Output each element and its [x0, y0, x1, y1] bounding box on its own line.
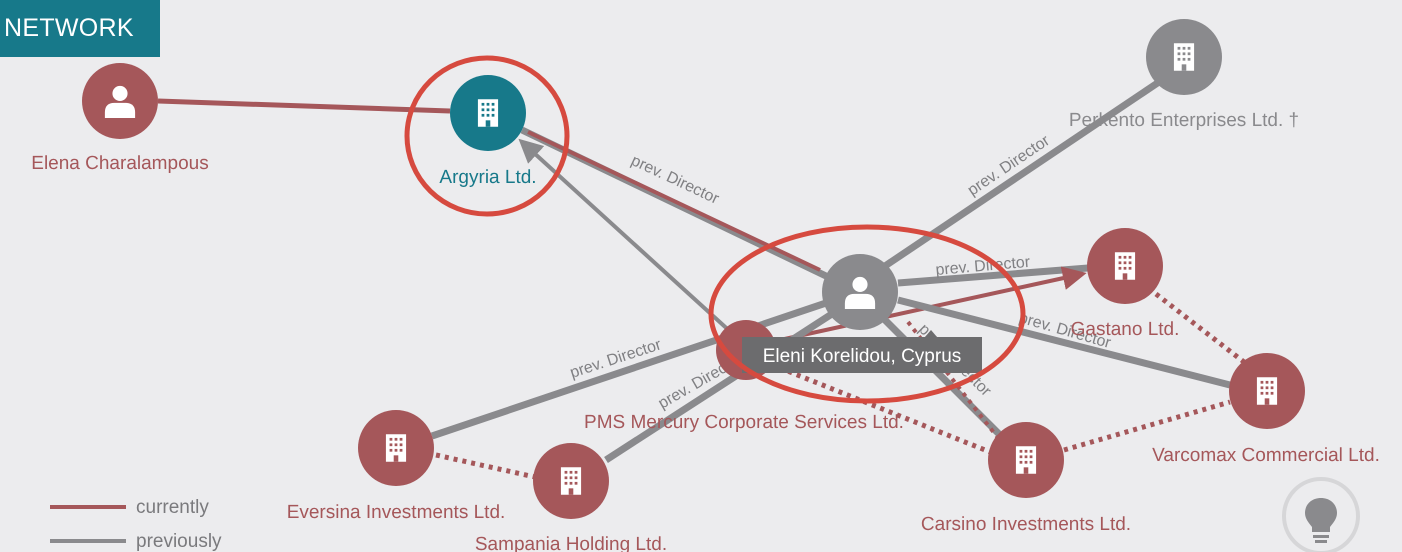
node-label-carsino: Carsino Investments Ltd.	[921, 514, 1131, 535]
node-varcomax-commercial[interactable]: Varcomax Commercial Ltd.	[1152, 353, 1380, 466]
node-sampania-holding[interactable]: Sampania Holding Ltd.	[475, 443, 667, 552]
building-icon	[385, 434, 407, 462]
edge-elena-argyria[interactable]	[157, 98, 451, 114]
annotation-circle-argyria	[404, 55, 570, 217]
legend: currently previously	[50, 497, 222, 552]
network-tab[interactable]: NETWORK	[0, 0, 160, 57]
node-label-perkento: Perkento Enterprises Ltd. †	[1069, 110, 1299, 131]
node-pms-mercury[interactable]: PMS Mercury Corporate Services Ltd.	[584, 320, 904, 433]
building-icon	[560, 467, 582, 495]
edge-eleni-varcomax[interactable]	[897, 296, 1231, 389]
lightbulb-icon	[1305, 498, 1337, 543]
node-eleni-korelidou[interactable]	[822, 254, 898, 330]
node-label-varcomax: Varcomax Commercial Ltd.	[1152, 445, 1380, 466]
legend-label-previously: previously	[136, 531, 222, 552]
edge-eleni-carsino[interactable]	[877, 312, 1008, 443]
hint-button[interactable]	[1282, 477, 1360, 552]
legend-label-currently: currently	[136, 497, 209, 518]
edge-eleni-sampania[interactable]	[604, 307, 840, 463]
node-elena-charalampous[interactable]: Elena Charalampous	[31, 63, 209, 174]
edges-layer	[157, 77, 1246, 480]
edge-eversina-sampania-dotted[interactable]	[435, 452, 536, 480]
node-gastano-ltd[interactable]: Gastano Ltd.	[1071, 228, 1180, 340]
building-icon	[1015, 446, 1037, 474]
building-icon	[1114, 252, 1136, 280]
edge-eleni-gastano-prev[interactable]	[897, 264, 1089, 287]
node-perkento-enterprises[interactable]: Perkento Enterprises Ltd. †	[1069, 19, 1299, 131]
building-icon	[1256, 377, 1278, 405]
edge-pms-carsino-dotted[interactable]	[779, 365, 991, 455]
node-label-pms: PMS Mercury Corporate Services Ltd.	[584, 412, 904, 433]
node-label-gastano: Gastano Ltd.	[1071, 319, 1180, 340]
node-label-elena: Elena Charalampous	[31, 153, 208, 174]
edge-eleni-argyria-current[interactable]	[527, 130, 821, 272]
node-argyria-ltd[interactable]: Argyria Ltd.	[439, 75, 537, 188]
building-icon	[477, 99, 499, 127]
node-label-eversina: Eversina Investments Ltd.	[287, 502, 506, 523]
annotation-circle-eleni	[708, 224, 1026, 404]
tooltip-text: Eleni Korelidou, Cyprus	[763, 346, 962, 367]
node-eversina-investments[interactable]: Eversina Investments Ltd.	[287, 410, 506, 523]
edge-carsino-varcomax-dotted[interactable]	[1063, 399, 1231, 453]
node-label-argyria: Argyria Ltd.	[439, 167, 536, 188]
building-icon	[1173, 43, 1195, 71]
edge-eleni-carsino-dotted[interactable]	[906, 320, 1000, 440]
edge-sampania-argyria[interactable]	[518, 138, 747, 347]
edge-gastano-varcomax-dotted[interactable]	[1154, 292, 1246, 364]
hover-tooltip: Eleni Korelidou, Cyprus	[742, 330, 982, 373]
node-carsino-investments[interactable]: Carsino Investments Ltd.	[921, 422, 1131, 535]
node-label-sampania: Sampania Holding Ltd.	[475, 534, 667, 552]
